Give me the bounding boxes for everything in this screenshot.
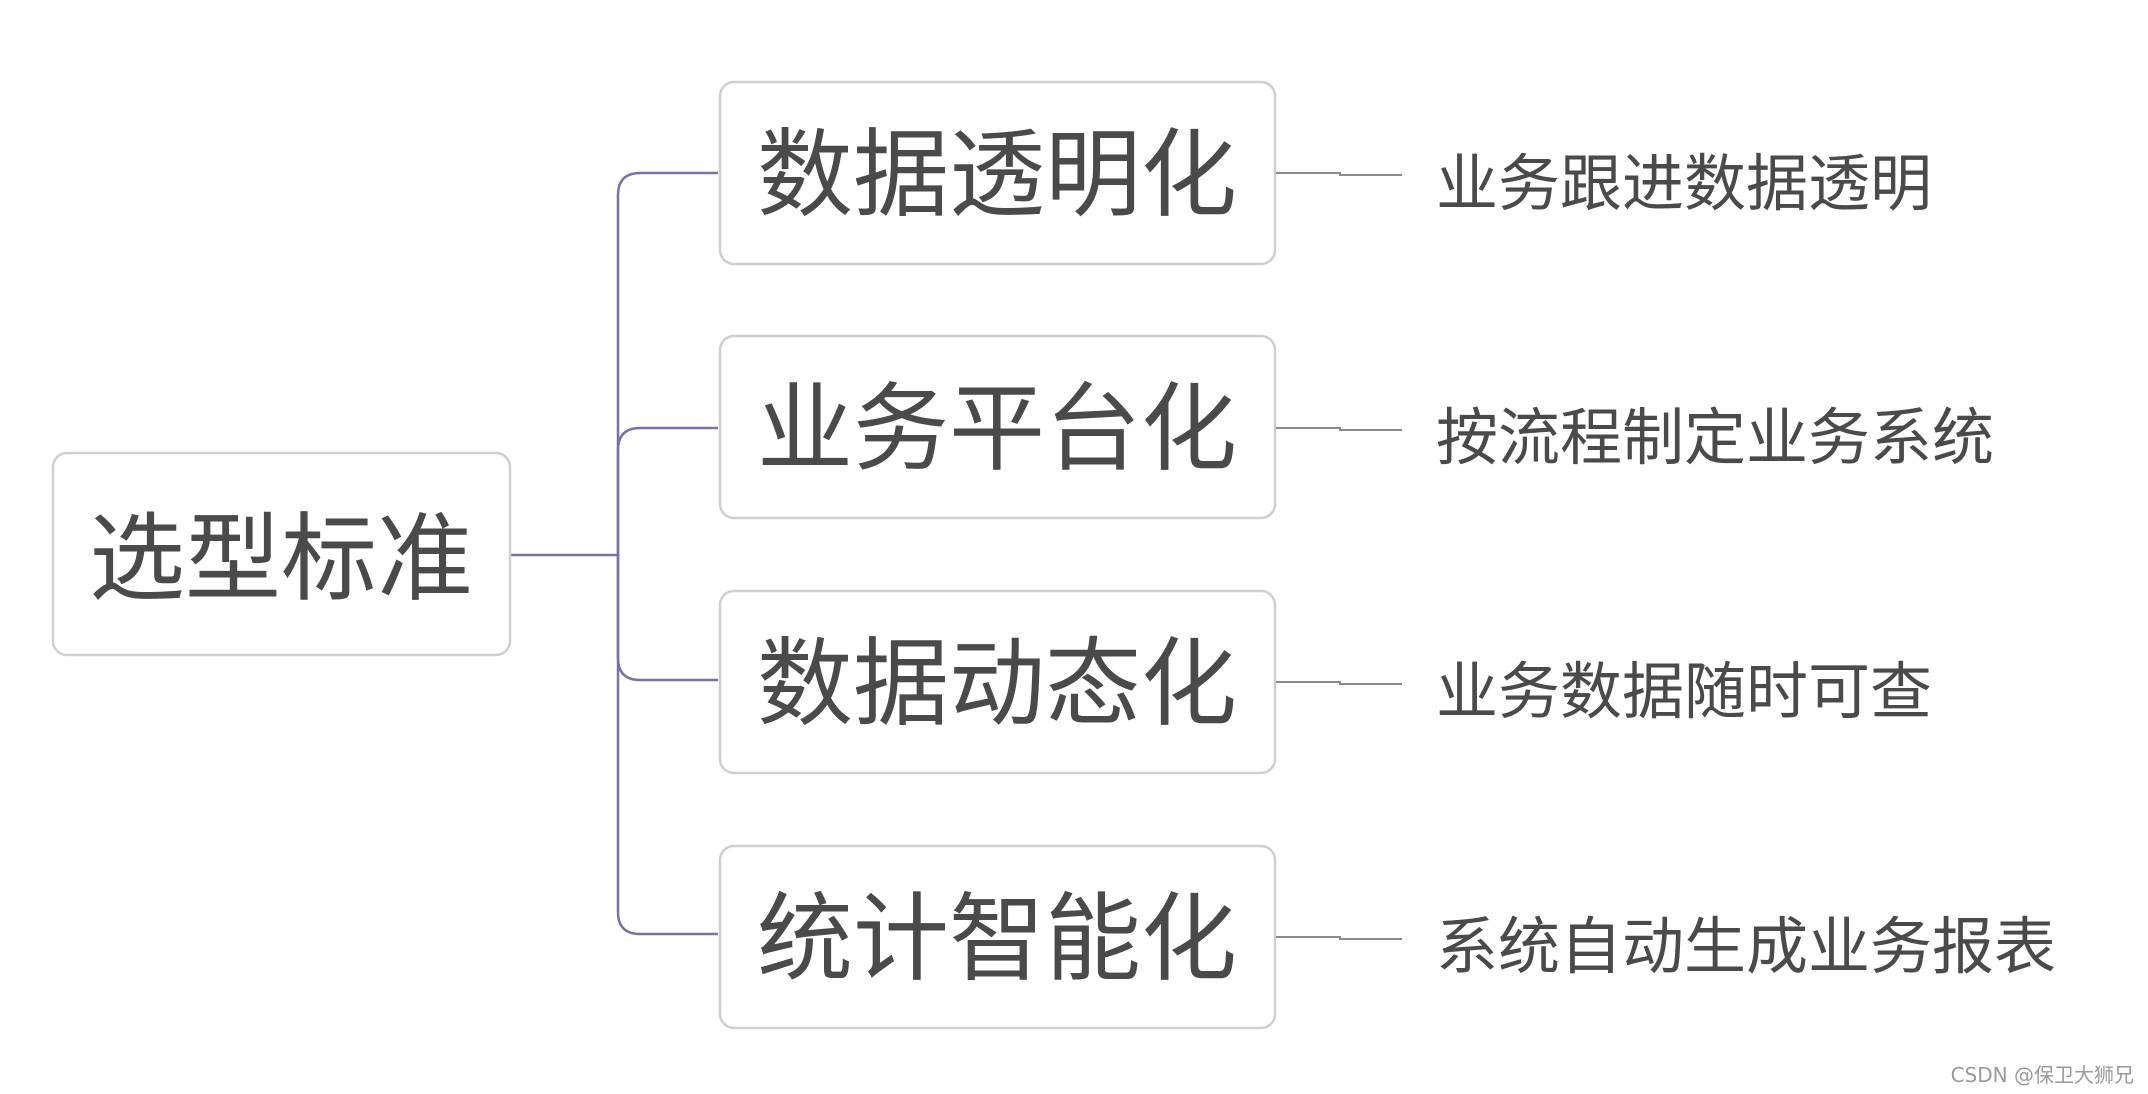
branch-node-3[interactable]: 数据动态化	[718, 589, 1277, 775]
connector-branch-4	[616, 555, 718, 936]
branch-node-1[interactable]: 数据透明化	[718, 80, 1277, 266]
root-label: 选型标准	[89, 503, 473, 615]
connector-branch-3	[616, 555, 718, 682]
connector-branch-2	[616, 426, 718, 555]
branch-detail-4: 系统自动生成业务报表	[1436, 910, 2056, 983]
branch-detail-3: 业务数据随时可查	[1436, 655, 1932, 728]
leaf-connector-4	[1276, 936, 1402, 940]
branch-label-2: 业务平台化	[757, 373, 1237, 485]
branch-label-3: 数据动态化	[757, 628, 1237, 740]
branch-node-4[interactable]: 统计智能化	[718, 844, 1277, 1030]
branch-detail-2: 按流程制定业务系统	[1436, 401, 1994, 474]
leaf-connector-2	[1276, 427, 1402, 431]
branch-label-4: 统计智能化	[757, 883, 1237, 995]
branch-node-2[interactable]: 业务平台化	[718, 334, 1277, 520]
leaf-connector-3	[1276, 681, 1402, 685]
branch-label-1: 数据透明化	[757, 119, 1237, 231]
watermark: CSDN @保卫大狮兄	[1951, 1063, 2134, 1087]
branch-detail-1: 业务跟进数据透明	[1436, 147, 1932, 220]
leaf-connector-1	[1276, 172, 1402, 176]
root-node[interactable]: 选型标准	[51, 451, 512, 657]
connector-branch-1	[616, 171, 718, 555]
root-connectors	[510, 171, 718, 936]
